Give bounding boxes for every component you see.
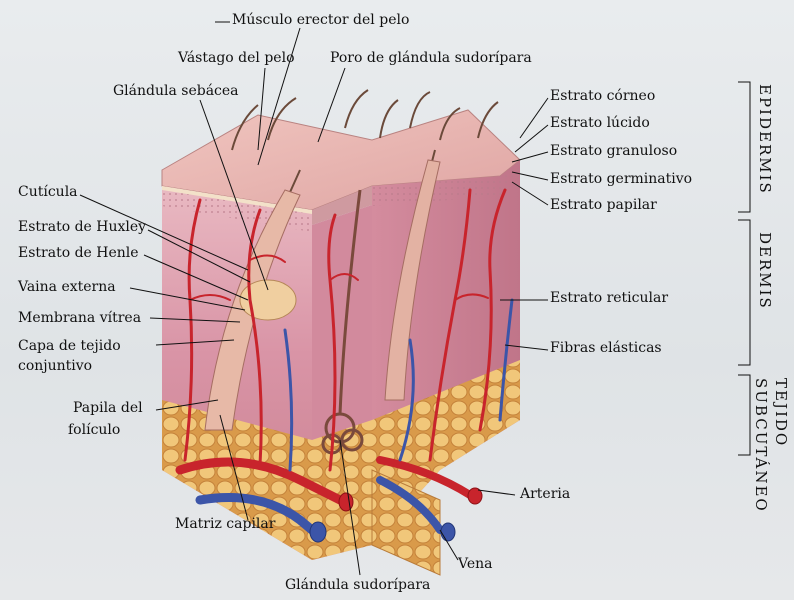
- section-subcutaneo: SUBCUTÁNEO: [752, 378, 770, 513]
- label-foliculo: folículo: [68, 422, 120, 439]
- label-arteria: Arteria: [520, 486, 570, 503]
- label-capa-tejido: Capa de tejido: [18, 338, 121, 355]
- label-musculo-erector: Músculo erector del pelo: [232, 12, 409, 29]
- label-estrato-granuloso: Estrato granuloso: [550, 143, 677, 160]
- label-estrato-lucido: Estrato lúcido: [550, 115, 650, 132]
- label-poro-glandula: Poro de glándula sudorípara: [330, 50, 532, 67]
- label-conjuntivo: conjuntivo: [18, 358, 92, 375]
- label-cuticula: Cutícula: [18, 184, 78, 201]
- label-vastago-pelo: Vástago del pelo: [178, 50, 295, 67]
- label-estrato-huxley: Estrato de Huxley: [18, 219, 146, 236]
- section-epidermis: EPIDERMIS: [756, 84, 774, 195]
- label-membrana-vitrea: Membrana vítrea: [18, 310, 141, 327]
- label-glandula-sebacea: Glándula sebácea: [113, 83, 239, 100]
- label-matriz-capilar: Matriz capilar: [175, 516, 275, 533]
- section-tejido: TEJIDO: [772, 378, 790, 447]
- label-estrato-germinativo: Estrato germinativo: [550, 171, 692, 188]
- label-fibras-elasticas: Fibras elásticas: [550, 340, 662, 357]
- label-estrato-papilar: Estrato papilar: [550, 197, 657, 214]
- section-dermis: DERMIS: [756, 232, 774, 310]
- label-glandula-sudoripara: Glándula sudorípara: [285, 577, 430, 594]
- label-papila-del: Papila del: [73, 400, 143, 417]
- label-estrato-henle: Estrato de Henle: [18, 245, 139, 262]
- label-vaina-externa: Vaina externa: [18, 279, 116, 296]
- label-vena: Vena: [458, 556, 492, 573]
- label-estrato-reticular: Estrato reticular: [550, 290, 668, 307]
- label-estrato-corneo: Estrato córneo: [550, 88, 655, 105]
